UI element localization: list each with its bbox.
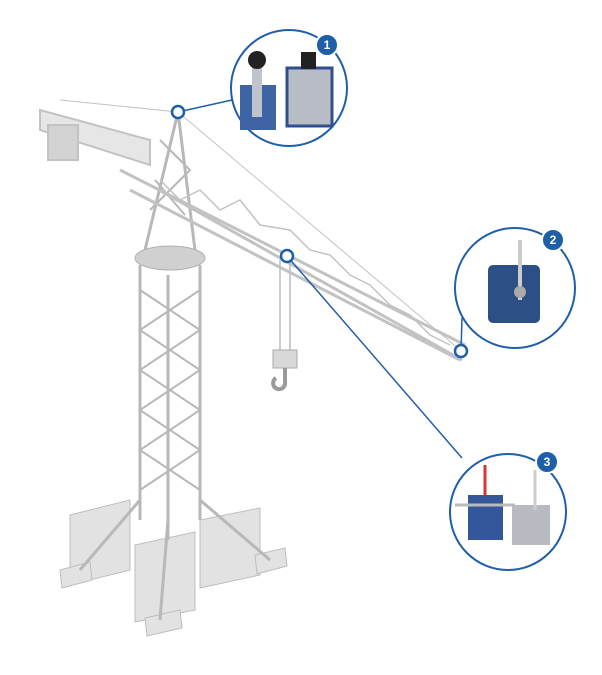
slewing-ring	[134, 245, 206, 271]
counter-jib	[39, 108, 151, 167]
crane-hook	[271, 260, 298, 392]
pin-1	[170, 104, 186, 120]
ballast-blocks	[59, 499, 288, 637]
pin-3	[279, 248, 295, 264]
callout-badge-1: 1	[315, 33, 339, 57]
crane-tower	[78, 111, 271, 621]
callout-badge-2: 2	[541, 228, 565, 252]
rotary-limit-switch-icon	[488, 240, 540, 323]
location-pins	[170, 104, 469, 359]
limit-switch-pair-icon	[240, 51, 334, 130]
callout-badge-3: 3	[535, 450, 559, 474]
lever-limit-switch-pair-icon	[455, 465, 550, 545]
pin-2	[453, 343, 469, 359]
